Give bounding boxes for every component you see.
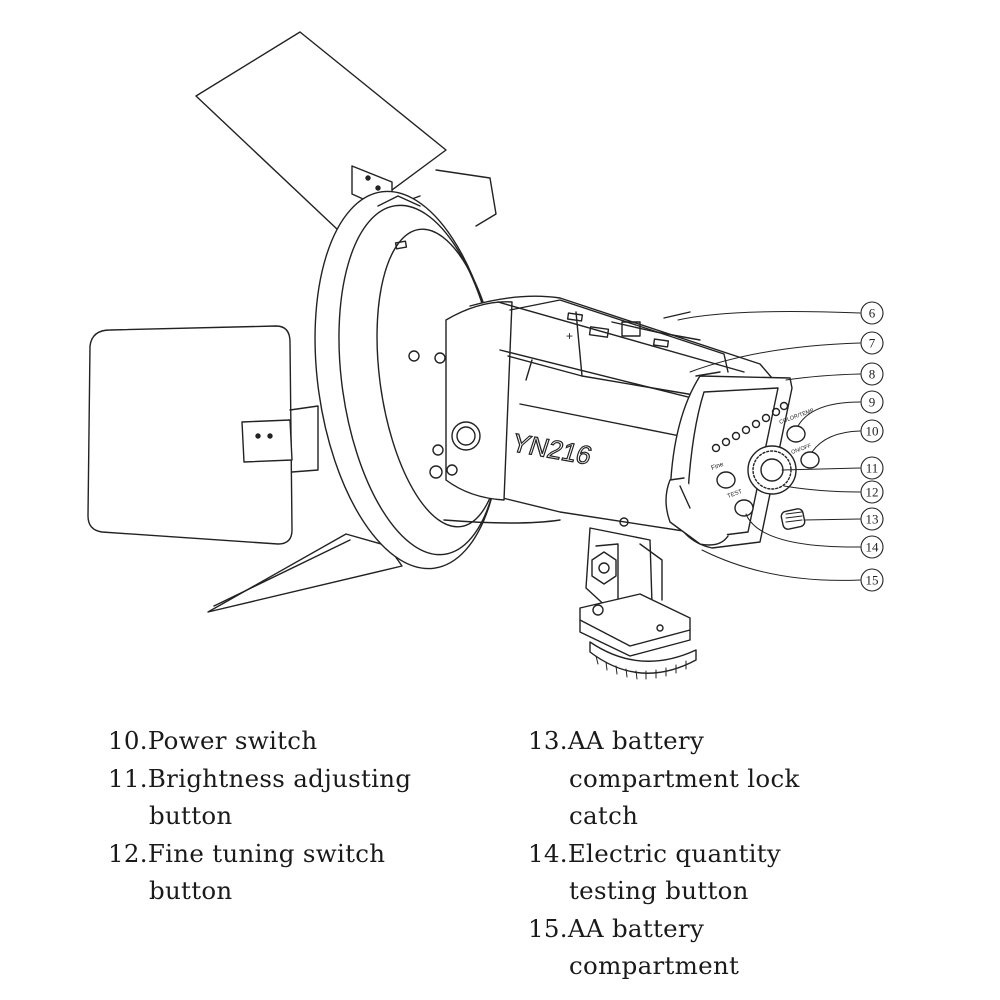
callout-7: 7 — [860, 331, 884, 355]
barn-door-left — [87, 325, 319, 545]
fine-tuning-button — [716, 471, 736, 489]
legend-item: 10.Power switch — [108, 722, 448, 760]
legend-number: 11. — [108, 763, 148, 793]
legend-item: 11.Brightness adjusting button — [108, 760, 448, 835]
callout-8: 8 — [860, 362, 884, 386]
legend-item: 13.AA battery compartment lock catch — [528, 722, 858, 835]
callout-15: 15 — [860, 568, 884, 592]
callout-13: 13 — [860, 507, 884, 531]
legend-text: compartment — [569, 951, 740, 980]
legend-text: Power switch — [147, 726, 318, 755]
legend-text: compartment lock — [569, 763, 800, 793]
legend-text: AA battery — [567, 726, 705, 755]
legend-item: 12.Fine tuning switch button — [108, 835, 448, 910]
callout-number: 6 — [869, 306, 876, 321]
brightness-dial — [747, 445, 797, 495]
legend-text: Electric quantity — [567, 838, 782, 868]
battery-plus-mark: + — [566, 329, 573, 343]
legend-text: catch — [569, 801, 639, 830]
color-temp-button — [786, 425, 806, 443]
battery-test-button — [734, 499, 754, 517]
test-label: TEST — [727, 489, 744, 500]
callout-leaders — [677, 311, 861, 581]
mount-bracket — [585, 477, 729, 611]
legend-text: Fine tuning switch — [147, 838, 386, 868]
legend-number: 13. — [528, 726, 568, 755]
callout-number: 9 — [869, 395, 876, 410]
callout-markers: 6 7 8 9 10 11 12 13 14 15 — [860, 301, 884, 592]
callout-number: 7 — [869, 336, 876, 351]
legend-text: button — [149, 876, 233, 905]
callout-14: 14 — [860, 535, 884, 559]
led-indicator-row — [711, 401, 789, 453]
callout-6: 6 — [860, 301, 884, 325]
legend-number: 10. — [108, 726, 148, 755]
callout-10: 10 — [860, 419, 884, 443]
legend-text: button — [149, 801, 233, 830]
barn-door-bottom — [207, 533, 403, 613]
legend-item: 14.Electric quantity testing button — [528, 835, 858, 910]
barn-door-top — [195, 31, 497, 231]
callout-number: 14 — [866, 540, 880, 555]
legend-text: AA battery — [567, 913, 705, 943]
hot-shoe-base — [579, 593, 697, 680]
legend-text: Brightness adjusting — [147, 763, 412, 793]
callout-number: 8 — [869, 367, 876, 382]
power-switch-button — [800, 451, 820, 469]
legend-number: 12. — [108, 838, 148, 868]
callout-number: 12 — [866, 485, 879, 500]
fine-label: Fine — [710, 461, 725, 472]
callout-12: 12 — [860, 480, 884, 504]
battery-lock-catch — [780, 508, 806, 530]
legend-number: 14. — [528, 838, 568, 868]
callout-number: 11 — [866, 461, 879, 476]
legend-text: testing button — [569, 876, 749, 905]
callout-number: 13 — [866, 512, 879, 527]
callout-number: 10 — [866, 424, 879, 439]
callout-9: 9 — [860, 390, 884, 414]
callout-number: 15 — [866, 573, 879, 588]
legend-number: 15. — [528, 913, 568, 943]
callout-11: 11 — [860, 456, 884, 480]
legend-item: 15.AA battery compartment — [528, 910, 858, 985]
yn216-light-diagram: YN216 + COLOR/TEMP ON/OFF Fine TEST 6789… — [87, 31, 884, 680]
